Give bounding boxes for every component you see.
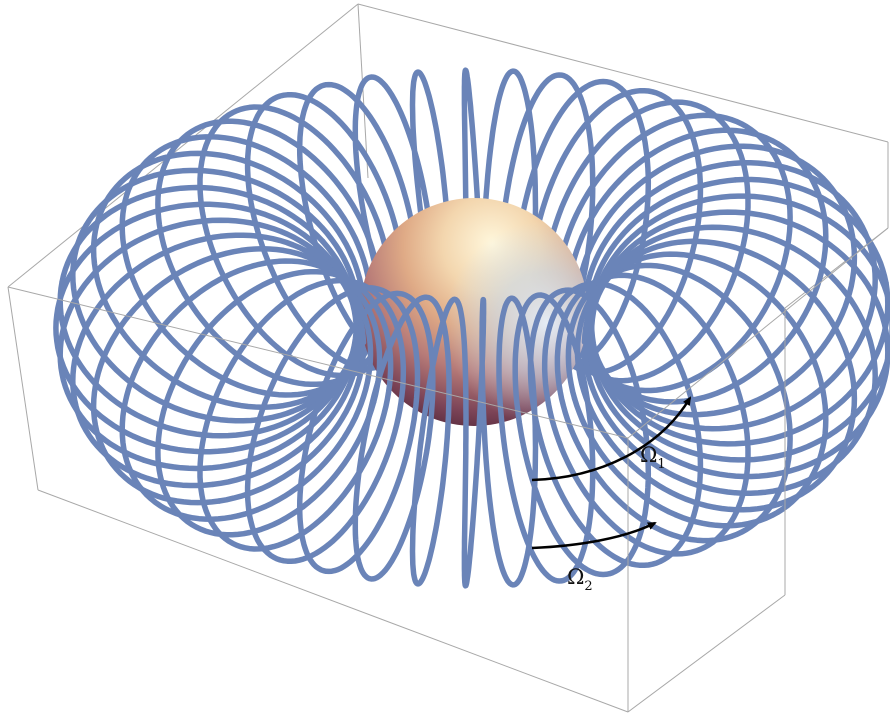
omega2-arrow bbox=[531, 521, 657, 550]
box-edge bbox=[357, 3, 889, 143]
rotation-arrows bbox=[531, 396, 692, 550]
coil-segment bbox=[864, 326, 890, 404]
coil-segment bbox=[210, 307, 362, 488]
omega1-label: Ω1 bbox=[640, 443, 666, 472]
coil-front-half bbox=[53, 143, 890, 589]
coil-segment bbox=[588, 283, 870, 463]
omega2-symbol: Ω bbox=[567, 565, 584, 589]
coil-segment bbox=[618, 193, 890, 330]
coil-segment bbox=[119, 258, 383, 522]
svg-text:Ω2: Ω2 bbox=[567, 565, 593, 594]
box-edge bbox=[37, 489, 629, 713]
omega2-subscript: 2 bbox=[584, 579, 592, 594]
omega1-subscript: 1 bbox=[657, 457, 665, 472]
coil-segment bbox=[589, 224, 878, 497]
bounding-box-front bbox=[7, 227, 889, 713]
coil-segment bbox=[724, 159, 829, 189]
coil-segment bbox=[581, 238, 858, 513]
coil-segment bbox=[59, 184, 326, 285]
coil-segment bbox=[586, 177, 878, 432]
coil-segment bbox=[216, 339, 367, 504]
coil-segment bbox=[571, 395, 679, 518]
box-edge bbox=[357, 3, 369, 179]
box-edge bbox=[627, 227, 889, 439]
coil-segment bbox=[235, 365, 373, 519]
coil-segment bbox=[167, 150, 237, 161]
box-edge bbox=[627, 594, 786, 713]
coil-segment bbox=[732, 176, 889, 286]
box-edge bbox=[7, 3, 359, 288]
box-edge bbox=[7, 286, 629, 439]
svg-text:Ω1: Ω1 bbox=[640, 443, 666, 472]
coil-segment bbox=[704, 143, 747, 153]
coil-segment bbox=[598, 209, 890, 480]
omega1-symbol: Ω bbox=[640, 443, 657, 467]
omega1-arrow bbox=[531, 396, 692, 482]
omega2-label: Ω2 bbox=[567, 565, 593, 594]
coil-segment bbox=[103, 167, 224, 204]
box-edge bbox=[7, 286, 39, 491]
coil-segment bbox=[57, 169, 362, 439]
coil-segment bbox=[53, 201, 346, 388]
coil-segment bbox=[155, 262, 793, 589]
